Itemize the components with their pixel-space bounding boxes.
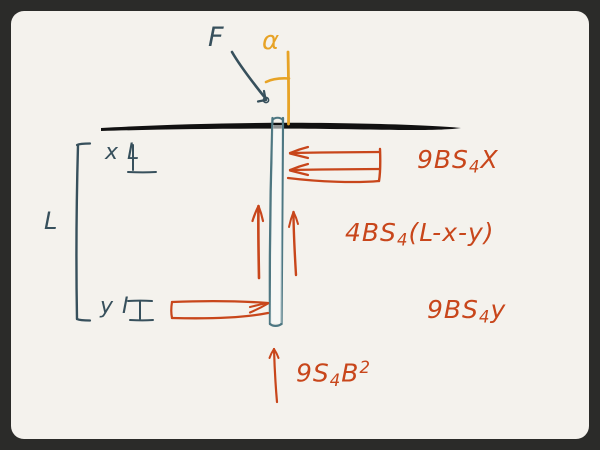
- eq1-subscript: 4: [468, 157, 481, 177]
- reaction-arrows-mid: [251, 204, 299, 280]
- whiteboard-surface[interactable]: [11, 11, 589, 439]
- rod[interactable]: [268, 116, 285, 328]
- eq4-base: B: [341, 358, 360, 388]
- equation-top: 9BS4X: [417, 145, 499, 177]
- eq3-tail: y: [490, 295, 507, 324]
- equation-bottom: 9S4B2: [296, 358, 371, 390]
- force-arrow: [230, 50, 270, 104]
- eq1-main: 9BS: [417, 145, 469, 174]
- segment-label-top: x L: [105, 140, 141, 165]
- eq3-main: 9BS: [427, 295, 479, 324]
- eq4-main: 9S: [296, 358, 330, 388]
- eq4-exponent: 2: [359, 358, 371, 377]
- segment-tick-bottom: [127, 299, 154, 322]
- eq2-subscript: 4: [396, 230, 409, 250]
- segment-tick-top: [127, 144, 157, 174]
- eq1-tail: X: [480, 145, 499, 174]
- equation-lower: 9BS4y: [427, 295, 506, 327]
- arrow-below-rod: [268, 347, 280, 404]
- alpha-reference-line: [264, 50, 291, 126]
- angle-label-alpha: α: [262, 26, 281, 56]
- eq2-tail: (L-x-y): [408, 218, 495, 247]
- force-label-F: F: [208, 22, 225, 53]
- eq3-subscript: 4: [478, 307, 491, 327]
- load-arrow-bottom: [170, 299, 270, 320]
- eq2-main: 4BS: [345, 218, 397, 247]
- eq4-subscript: 4: [329, 370, 342, 390]
- length-label-L: L: [44, 207, 59, 235]
- load-arrows-top: [286, 145, 382, 184]
- length-bracket: [75, 142, 92, 322]
- equation-middle: 4BS4(L-x-y): [345, 218, 495, 250]
- segment-label-bottom: y I: [100, 294, 130, 319]
